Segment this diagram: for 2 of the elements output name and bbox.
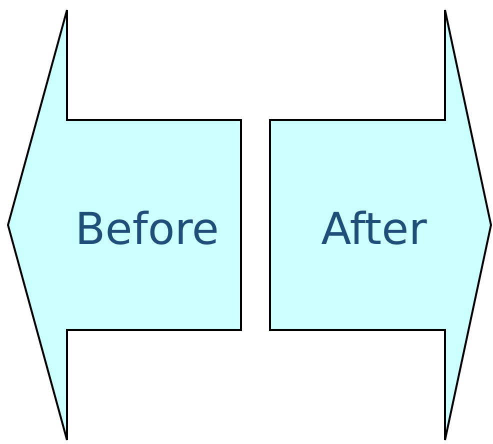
arrow-label: Before	[75, 208, 219, 252]
arrow-label: After	[321, 208, 427, 252]
